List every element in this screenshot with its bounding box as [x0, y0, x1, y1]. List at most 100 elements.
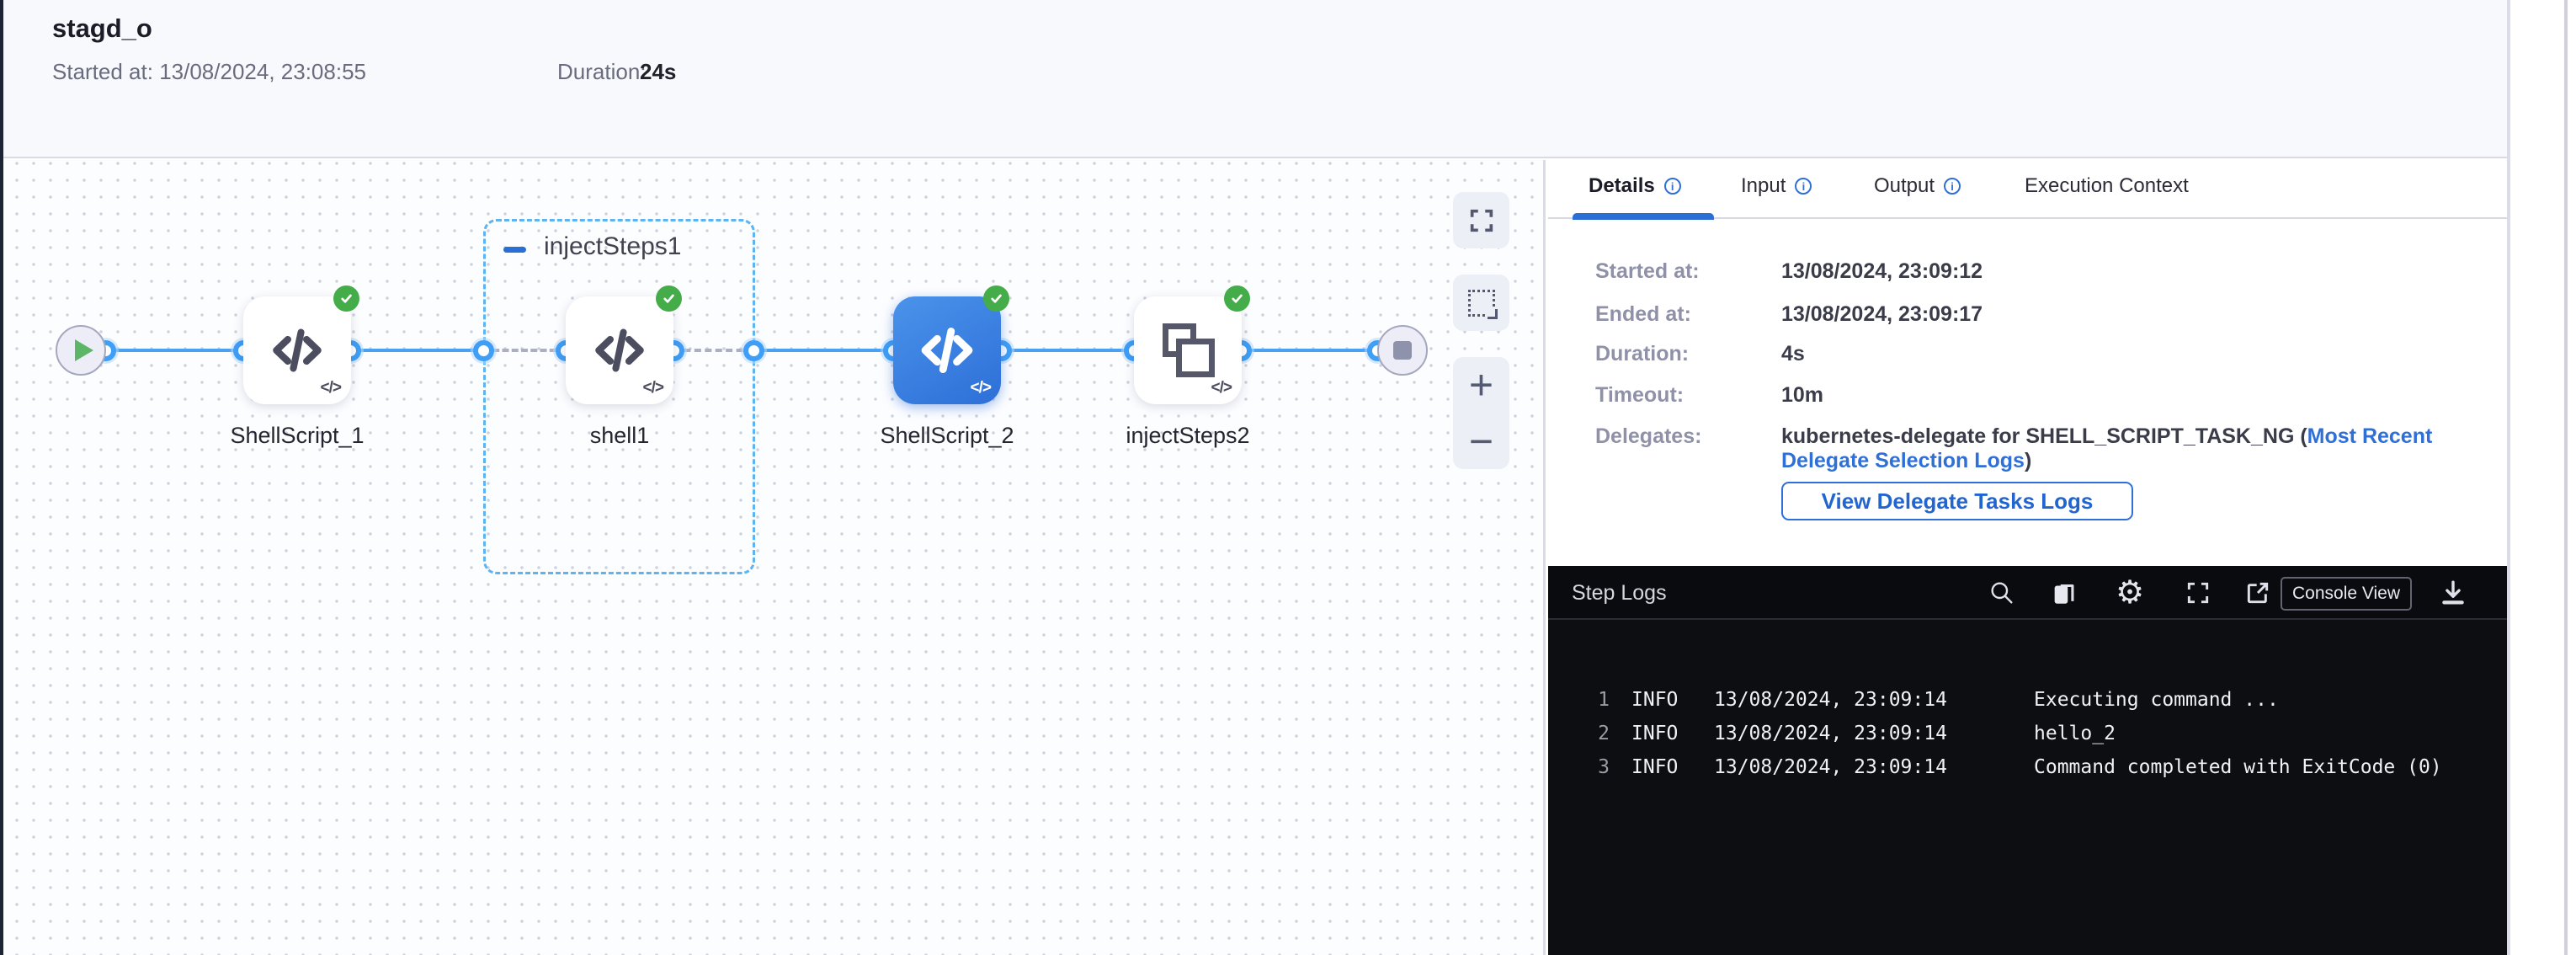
edge-group-to-step2 [483, 349, 566, 352]
log-copy-button[interactable] [2049, 578, 2079, 608]
delegates-text-close: ) [2024, 449, 2032, 472]
detail-row-label: Started at: [1595, 259, 1700, 283]
code-icon [595, 328, 644, 372]
info-icon[interactable]: i [1663, 178, 1681, 195]
log-line-number: 3 [1598, 756, 1610, 778]
download-icon [2442, 580, 2464, 605]
tab-output-label: Output [1874, 174, 1935, 197]
log-open-new-tab-button[interactable] [2243, 578, 2273, 608]
tab-execution-context-label: Execution Context [2025, 174, 2189, 197]
view-delegate-tasks-logs-button[interactable]: View Delegate Tasks Logs [1781, 482, 2133, 520]
success-check-icon [333, 285, 359, 312]
success-check-icon [983, 285, 1009, 312]
log-search-button[interactable] [1987, 578, 2017, 608]
search-icon [1991, 582, 2013, 604]
edge-step1-to-group [350, 349, 483, 352]
detail-row-label: Ended at: [1595, 302, 1691, 326]
tab-output[interactable]: Output i [1874, 174, 1961, 198]
canvas-fullscreen-button[interactable] [1453, 192, 1509, 248]
port [473, 340, 494, 361]
detail-row-value: 13/08/2024, 23:09:17 [1781, 302, 1983, 326]
log-line: 1 INFO 13/08/2024, 23:09:14 Executing co… [1548, 689, 2507, 723]
edge-step2-to-groupend [673, 349, 753, 352]
log-line: 3 INFO 13/08/2024, 23:09:14 Command comp… [1548, 756, 2507, 790]
detail-row-value: 4s [1781, 342, 1805, 365]
info-icon[interactable]: i [1795, 178, 1812, 195]
edge-group-to-step3 [753, 349, 893, 352]
marquee-select-icon [1467, 289, 1498, 319]
detail-row-value: 13/08/2024, 23:09:12 [1781, 259, 1983, 283]
delegates-label: Delegates: [1595, 424, 1702, 448]
duration-value: 24s [640, 59, 677, 84]
console-view-button[interactable]: Console View [2281, 577, 2412, 611]
log-expand-button[interactable] [2183, 578, 2213, 608]
step-node-shellscript2-selected[interactable]: </> [893, 285, 1009, 404]
pipeline-canvas[interactable]: injectSteps1 [3, 160, 1546, 955]
log-level: INFO [1631, 756, 1679, 778]
info-icon[interactable]: i [1944, 178, 1961, 195]
delegates-text: kubernetes-delegate for SHELL_SCRIPT_TAS… [1781, 424, 2307, 448]
log-level: INFO [1631, 689, 1679, 711]
detail-row-label: Duration: [1595, 342, 1690, 365]
success-check-icon [1224, 285, 1250, 312]
tab-details[interactable]: Details i [1589, 174, 1681, 198]
settings-gear-icon: ⚙ [2115, 575, 2145, 611]
copy-icon [2054, 584, 2074, 604]
stage-header: stagd_o Started at: 13/08/2024, 23:08:55… [3, 0, 2507, 158]
tab-input[interactable]: Input i [1741, 174, 1812, 198]
edge-step4-to-end [1241, 349, 1377, 352]
started-at-value: 13/08/2024, 23:08:55 [159, 59, 366, 84]
log-download-button[interactable] [2438, 578, 2468, 608]
page-scrollbar[interactable] [2564, 0, 2568, 955]
collapsed-sidebar-edge [0, 0, 3, 955]
log-line-number: 1 [1598, 689, 1610, 711]
step-label[interactable]: ShellScript_1 [230, 423, 365, 448]
group-label[interactable]: injectSteps1 [544, 232, 682, 260]
copy-squares-icon [1161, 323, 1215, 377]
end-node[interactable] [1377, 325, 1428, 376]
delegate-selection-logs-link[interactable]: Most Recent Delegate Selection Logs [1781, 424, 2433, 472]
port [743, 340, 764, 361]
stop-icon [1393, 341, 1412, 360]
tab-execution-context[interactable]: Execution Context [2025, 174, 2189, 198]
stage-meta: Started at: 13/08/2024, 23:08:55 Duratio… [52, 59, 676, 85]
shell-script-type-icon: </> [642, 379, 665, 397]
log-timestamp: 13/08/2024, 23:09:14 [1714, 756, 1947, 778]
step-label[interactable]: ShellScript_2 [880, 423, 1014, 448]
canvas-select-button[interactable] [1453, 275, 1509, 331]
canvas-zoom-control[interactable]: + − [1453, 357, 1509, 469]
shell-script-type-icon: </> [1211, 379, 1233, 397]
step-label[interactable]: injectSteps2 [1126, 423, 1250, 448]
log-message: hello_2 [2034, 723, 2116, 744]
zoom-in-icon[interactable]: + [1468, 361, 1494, 409]
start-node[interactable] [56, 325, 106, 376]
step-node-shell1[interactable]: </> [566, 285, 682, 404]
step-group-injectsteps1[interactable] [483, 219, 755, 574]
duration-label: Duration: [557, 59, 647, 84]
zoom-out-icon[interactable]: − [1468, 417, 1494, 465]
step-logs-header [1548, 566, 2507, 620]
collapse-group-icon[interactable] [503, 247, 526, 253]
edge-start-to-step1 [105, 349, 243, 352]
stage-title: stagd_o [52, 13, 152, 43]
step-node-injectsteps2[interactable]: </> [1134, 285, 1250, 404]
step-logs-title: Step Logs [1572, 581, 1667, 605]
code-icon [273, 328, 322, 372]
log-level: INFO [1631, 723, 1679, 744]
expand-icon [2187, 582, 2209, 604]
log-line: 2 INFO 13/08/2024, 23:09:14 hello_2 [1548, 723, 2507, 756]
code-icon [921, 328, 973, 373]
log-settings-button[interactable]: ⚙ [2115, 575, 2145, 611]
step-node-shellscript1[interactable]: </> [243, 285, 359, 404]
tab-input-label: Input [1741, 174, 1786, 197]
log-timestamp: 13/08/2024, 23:09:14 [1714, 723, 1947, 744]
play-icon [74, 339, 93, 361]
success-check-icon [656, 285, 682, 312]
fullscreen-icon [1470, 209, 1493, 232]
step-logs-panel [1548, 566, 2507, 955]
shell-script-type-icon: </> [970, 379, 993, 397]
step-label[interactable]: shell1 [589, 423, 650, 448]
started-at-label: Started at: [52, 59, 153, 84]
log-line-number: 2 [1598, 723, 1610, 744]
